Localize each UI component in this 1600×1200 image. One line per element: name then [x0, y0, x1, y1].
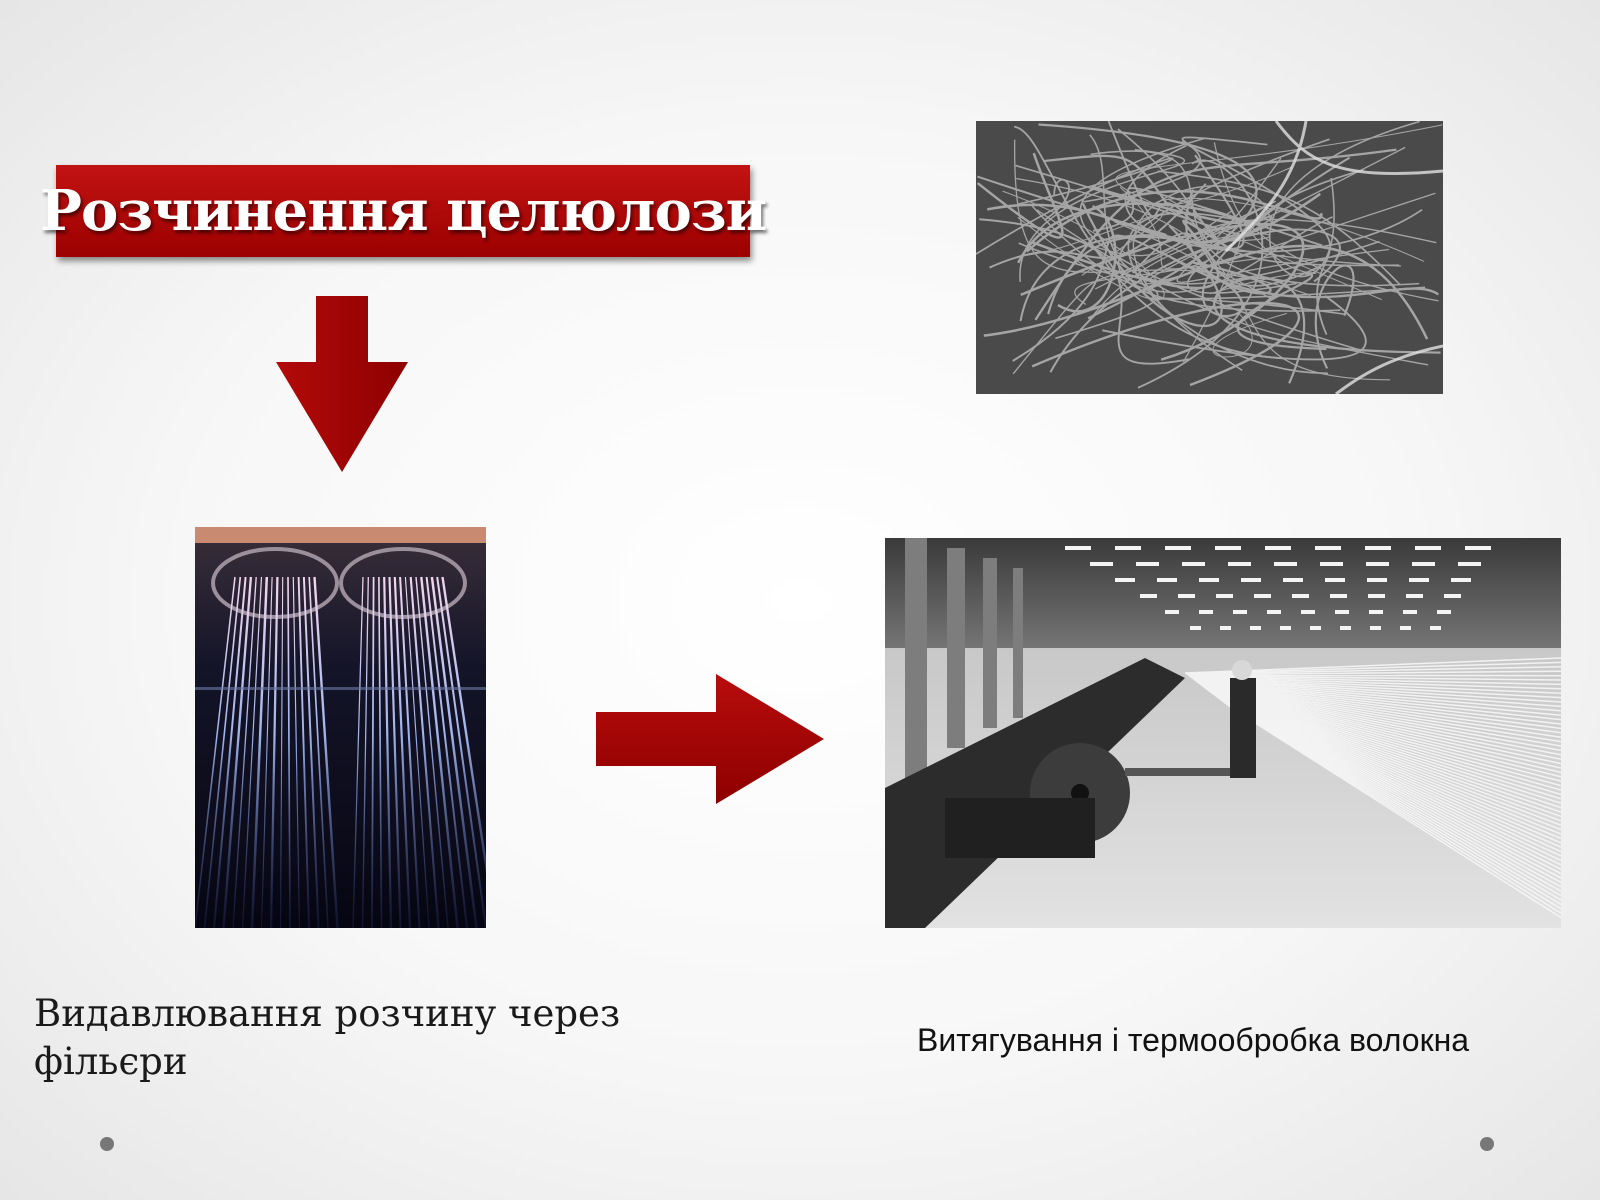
dot-icon-left	[100, 1137, 114, 1151]
spinning-factory-image	[885, 538, 1561, 928]
title-banner: Розчинення целюлози	[40, 165, 767, 257]
fiber-micrograph-image	[976, 121, 1443, 394]
caption-drawing: Витягування і термообробка волокна	[917, 1022, 1470, 1058]
caption-extrusion: Видавлювання розчину через фільєри	[34, 992, 621, 1083]
arrow-right-icon	[596, 674, 824, 804]
arrow-down-icon	[276, 296, 408, 472]
slide-title: Розчинення целюлози	[39, 178, 767, 244]
spinneret-extrusion-image	[195, 527, 486, 928]
dot-icon-right	[1480, 1137, 1494, 1151]
